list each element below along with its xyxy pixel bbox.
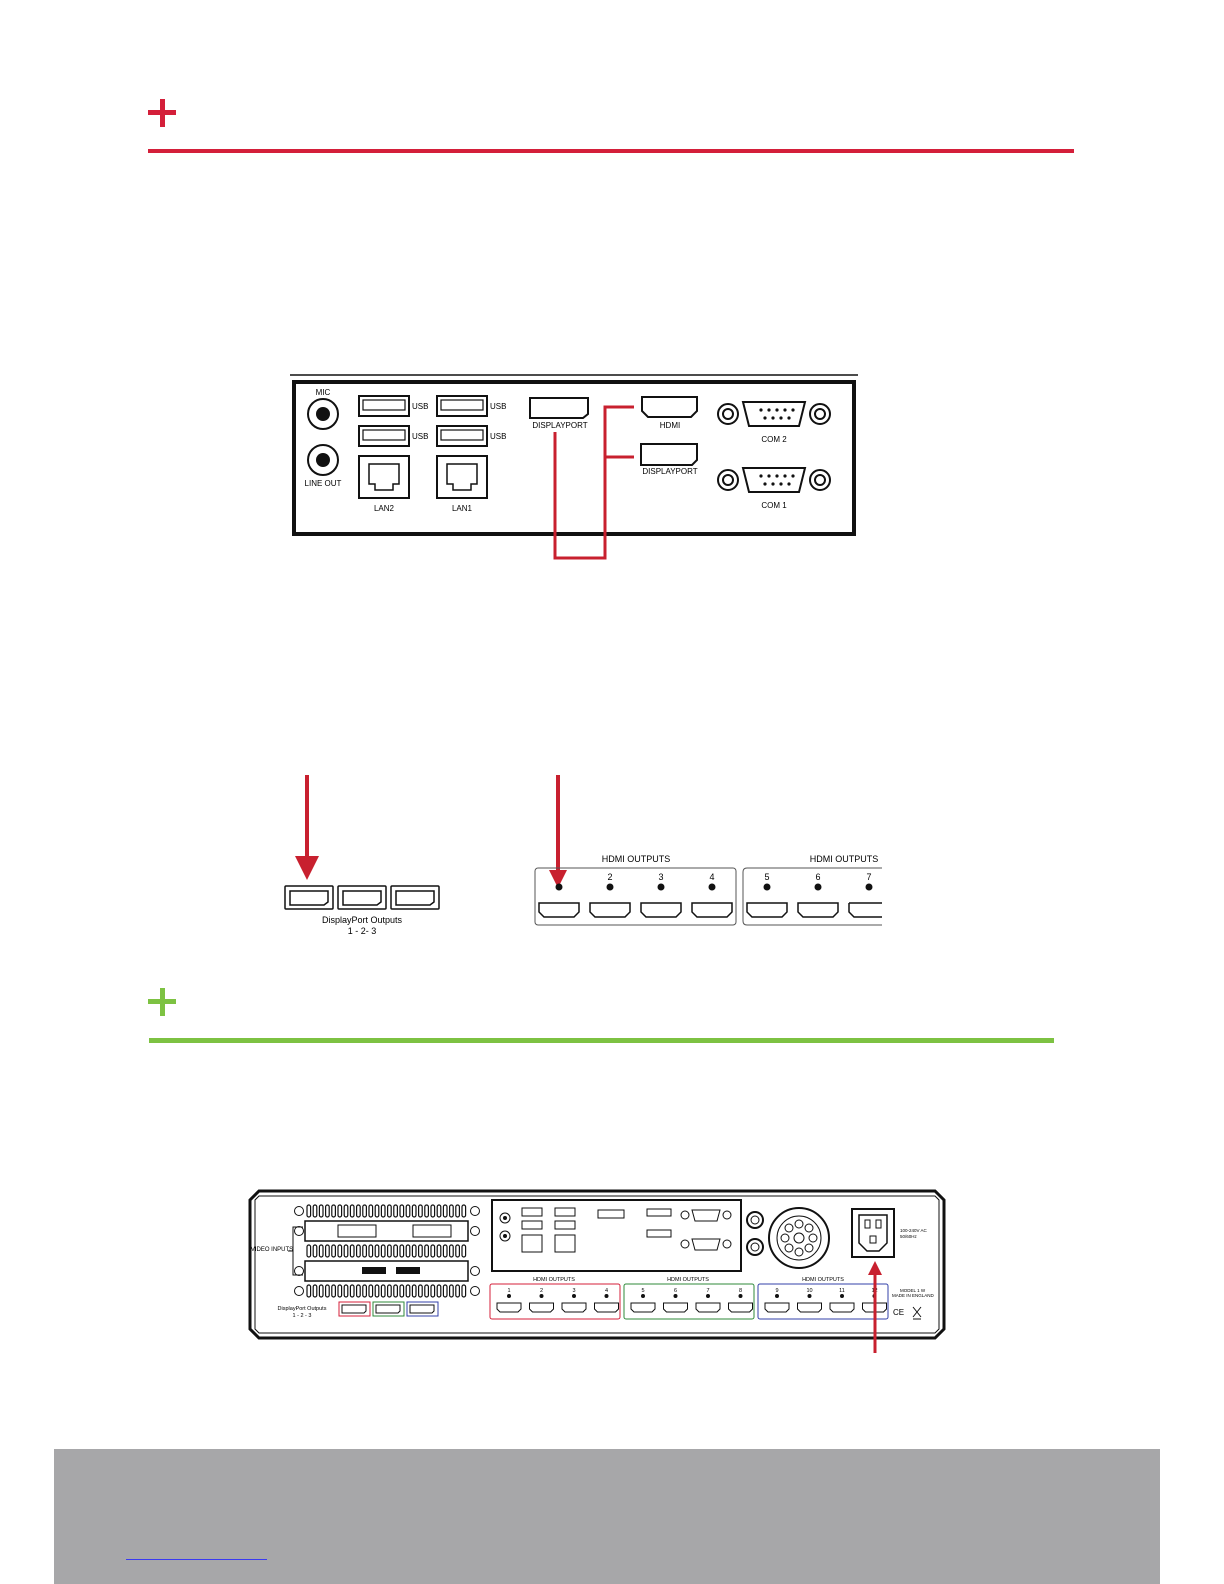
- displayport-outputs-label-small: DisplayPort Outputs: [278, 1306, 327, 1312]
- hdmi-outputs-detail: HDMI OUTPUTS HDMI OUTPUTS 2 3 4 5 6 7: [534, 854, 882, 926]
- displayport-main-port: [529, 397, 589, 419]
- made-in-label: MADE IN ENGLAND: [892, 1293, 935, 1298]
- port-indicator: [641, 1294, 645, 1298]
- port-number: 11: [839, 1288, 845, 1294]
- usb-port-2: [358, 425, 410, 447]
- usb-label-2: USB: [412, 432, 428, 441]
- hdmi-output-port: [630, 1302, 656, 1313]
- port-number: 6: [674, 1288, 677, 1294]
- displayport-main-label: DISPLAYPORT: [532, 421, 587, 430]
- arrow-down-icon: [295, 856, 319, 880]
- port-indicator: [807, 1294, 812, 1298]
- hdmi-output-port: [529, 1302, 554, 1313]
- arrow-down-icon: [549, 870, 567, 888]
- port-number: 9: [775, 1288, 778, 1294]
- displayport-outputs-detail: DisplayPort Outputs 1 - 2- 3: [284, 885, 440, 936]
- com2-port: [717, 401, 831, 427]
- port-number: 5: [641, 1288, 644, 1294]
- footer-band: [54, 1449, 1160, 1584]
- footer-link[interactable]: [126, 1559, 267, 1560]
- hdmi-output-port: [695, 1302, 721, 1313]
- power-rating-1: 100-240V AC: [900, 1228, 928, 1233]
- port-number: 7: [866, 872, 871, 882]
- line-out-jack: [307, 444, 339, 476]
- hdmi-outputs-label-c: HDMI OUTPUTS: [802, 1277, 844, 1283]
- hdmi-outputs-label-b: HDMI OUTPUTS: [667, 1277, 709, 1283]
- port-indicator: [840, 1294, 844, 1298]
- model-label: MODEL 1 W: [900, 1288, 926, 1293]
- lan1-label: LAN1: [452, 504, 473, 513]
- port-number: 3: [572, 1288, 575, 1294]
- usb-label-3: USB: [490, 402, 506, 411]
- port-number: 2: [540, 1288, 543, 1294]
- port-number: 10: [806, 1288, 812, 1294]
- port-indicator: [604, 1294, 609, 1298]
- hdmi-output-port: [663, 1302, 688, 1313]
- lan2-port: [358, 455, 410, 499]
- port-number: 8: [739, 1288, 742, 1294]
- plus-icon: [148, 988, 176, 1016]
- port-number: 7: [706, 1288, 709, 1294]
- full-rear-panel-diagram: VIDEO INPUTS 100-240V AC 50/60Hz MODEL 1…: [248, 1189, 946, 1353]
- fan-icon: [768, 1207, 830, 1269]
- port-indicator: [507, 1294, 511, 1298]
- com1-label: COM 1: [761, 501, 787, 510]
- port-indicator: [775, 1294, 779, 1298]
- output-arrows: [295, 775, 567, 888]
- mic-jack: [307, 398, 339, 430]
- hdmi-output-port: [862, 1302, 887, 1313]
- line-out-label: LINE OUT: [305, 479, 342, 488]
- hdmi-output-port: [496, 1302, 522, 1313]
- port-number: 6: [815, 872, 820, 882]
- hdmi-output-port: [561, 1302, 587, 1313]
- power-rating-2: 50/60Hz: [900, 1234, 918, 1239]
- lan2-label: LAN2: [374, 504, 395, 513]
- port-number: 3: [658, 872, 663, 882]
- mic-label: MIC: [316, 388, 331, 397]
- ce-mark: CE: [893, 1308, 904, 1317]
- port-indicator: [673, 1294, 678, 1298]
- port-number: 4: [605, 1288, 608, 1294]
- port-indicator: [738, 1294, 743, 1298]
- section-divider-green: [149, 1038, 1054, 1043]
- usb-port-4: [436, 425, 488, 447]
- usb-port-1: [358, 395, 410, 417]
- hdmi-outputs-label-2: HDMI OUTPUTS: [810, 854, 879, 864]
- displayport-alt-label: DISPLAYPORT: [642, 467, 697, 476]
- hdmi-output-port: [797, 1302, 822, 1313]
- port-number: 4: [709, 872, 714, 882]
- com2-label: COM 2: [761, 435, 787, 444]
- port-indicator: [539, 1294, 544, 1298]
- port-number: 2: [607, 872, 612, 882]
- weee-icon: [912, 1306, 922, 1320]
- port-number: 5: [764, 872, 769, 882]
- hdmi-label: HDMI: [660, 421, 680, 430]
- displayport-numbers-small: 1 - 2 - 3: [293, 1313, 312, 1319]
- lan1-port: [436, 455, 488, 499]
- hdmi-port: [641, 396, 698, 418]
- hdmi-outputs-label-a: HDMI OUTPUTS: [533, 1277, 575, 1283]
- arrow-up-icon: [868, 1261, 882, 1275]
- usb-label-4: USB: [490, 432, 506, 441]
- video-inputs-label: VIDEO INPUTS: [251, 1247, 293, 1253]
- hdmi-output-port: [594, 1302, 619, 1313]
- hdmi-output-port: [764, 1302, 790, 1313]
- com1-port: [717, 467, 831, 493]
- displayport-outputs-numbers: 1 - 2- 3: [348, 926, 377, 936]
- port-number: 1: [507, 1288, 510, 1294]
- hdmi-output-port: [829, 1302, 855, 1313]
- port-indicator: [706, 1294, 710, 1298]
- usb-label-1: USB: [412, 402, 428, 411]
- rear-io-panel-diagram: MIC LINE OUT USB USB USB USB LAN2 LAN1 D…: [290, 374, 858, 560]
- displayport-outputs-label: DisplayPort Outputs: [322, 915, 403, 925]
- port-indicator: [572, 1294, 576, 1298]
- connection-bracket: [553, 405, 634, 560]
- section-divider-red: [148, 149, 1074, 153]
- power-inlet: [851, 1208, 895, 1258]
- usb-port-3: [436, 395, 488, 417]
- plus-icon: [148, 99, 176, 127]
- displayport-alt-port: [640, 443, 698, 466]
- hdmi-outputs-label-1: HDMI OUTPUTS: [602, 854, 671, 864]
- hdmi-output-port: [728, 1302, 753, 1313]
